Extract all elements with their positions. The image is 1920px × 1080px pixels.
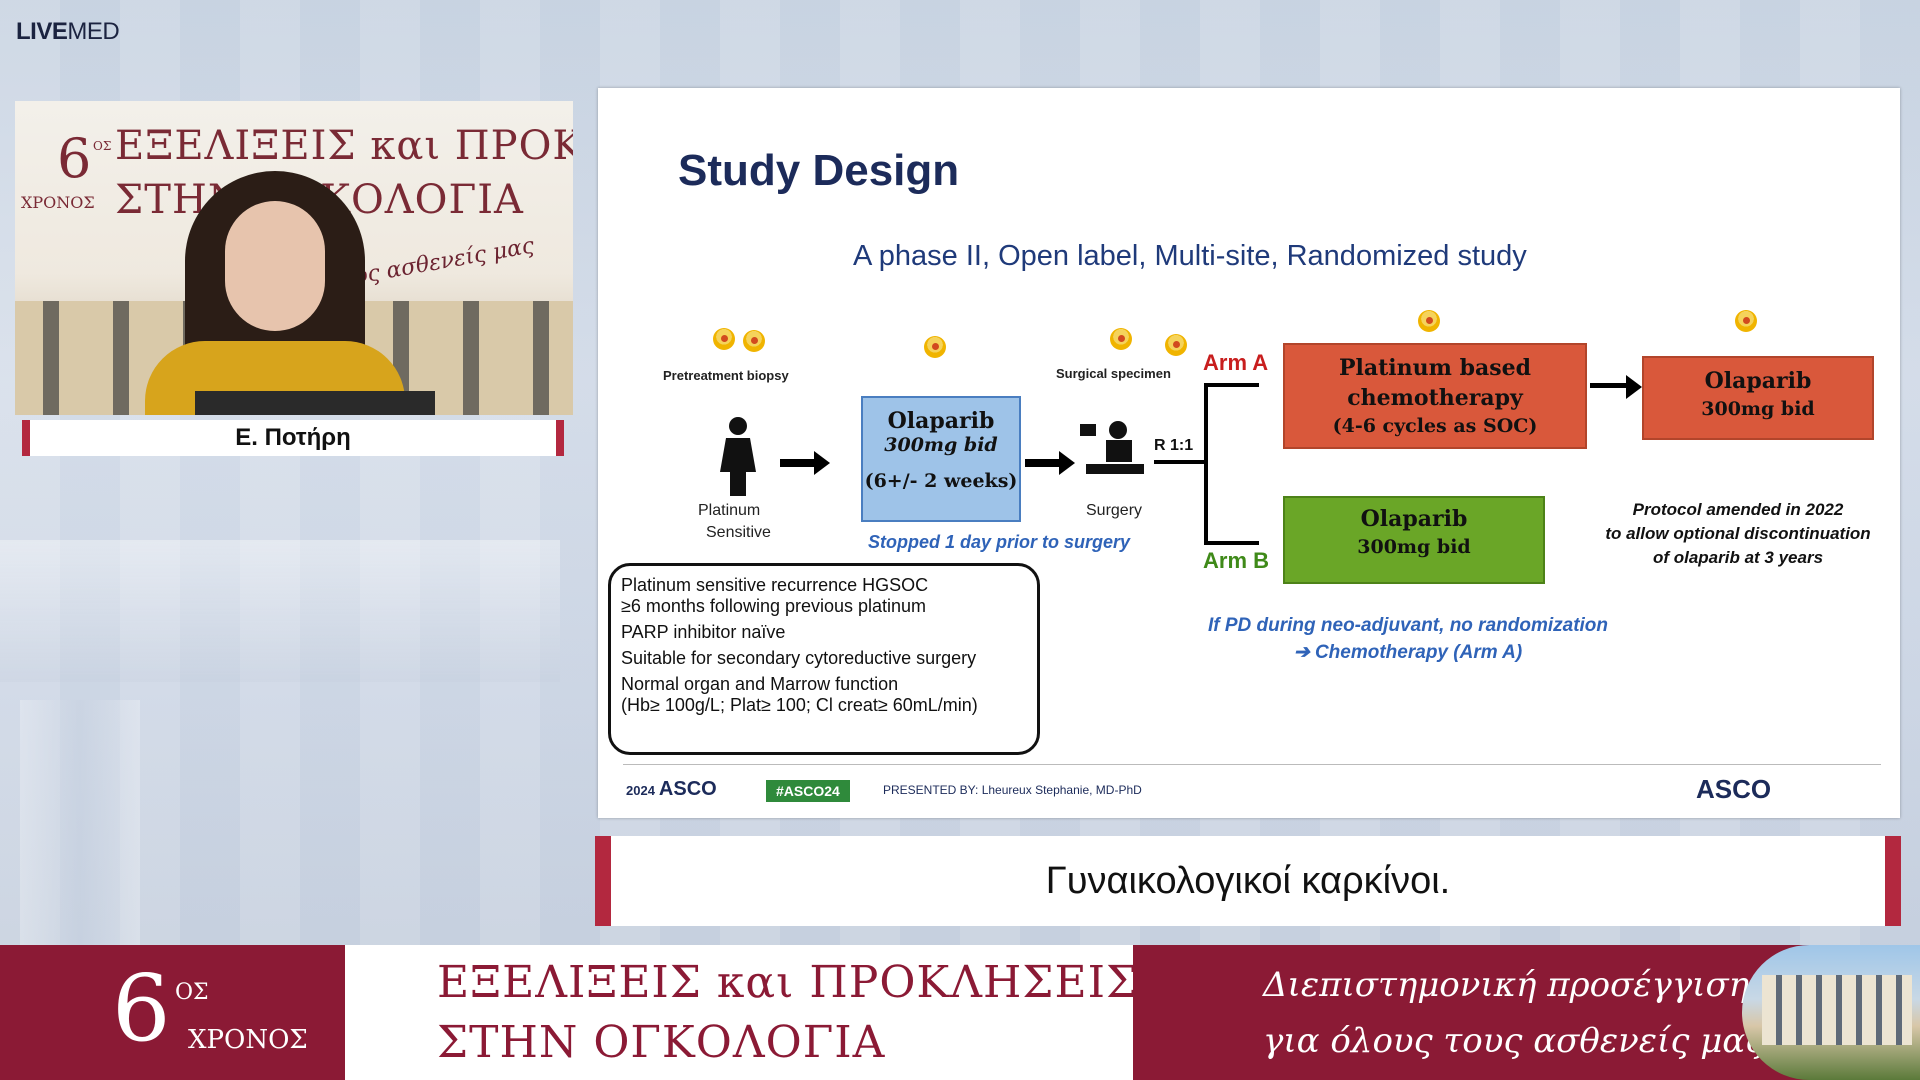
speaker-name-bar: Ε. Ποτήρη (22, 420, 564, 456)
arrow-to-surgery (1025, 451, 1075, 475)
slide-footer-divider (623, 764, 1881, 765)
surgical-label: Surgical specimen (1056, 366, 1171, 381)
criteria-item: Normal organ and Marrow function (621, 674, 899, 694)
banner-number: 6 (112, 955, 171, 1062)
stopped-note: Stopped 1 day prior to surgery (868, 532, 1131, 552)
podium (195, 391, 435, 415)
olaparib-arm-b-box: Olaparib 300mg bid (1283, 496, 1545, 584)
sample-pin-icon (743, 330, 765, 352)
chemotherapy-box: Platinum based chemotherapy (4-6 cycles … (1283, 343, 1587, 449)
presented-by: PRESENTED BY: Lheureux Stephanie, MD-PhD (883, 783, 1142, 797)
video-banner-number: 6 (57, 127, 92, 190)
arm-a-label: Arm A (1203, 350, 1269, 375)
patient-label-2: Sensitive (706, 524, 771, 541)
surgery-label: Surgery (1086, 502, 1143, 519)
sample-pin-icon (1165, 334, 1187, 356)
randomization-line (1154, 460, 1204, 464)
protocol-note: Protocol amended in 2022 to allow option… (1605, 500, 1871, 567)
olaparib-neoadjuvant-box: Olaparib 300mg bid (6+/- 2 weeks) (861, 396, 1021, 522)
branch-arm-b-line (1204, 541, 1259, 545)
criteria-item: Platinum sensitive recurrence HGSOC (621, 575, 929, 595)
arm-b-label: Arm B (1203, 548, 1270, 573)
conference-banner: 6 ΟΣ ΧΡΟΝΟΣ ΕΞΕΛΙΞΕΙΣ και ΠΡΟΚΛΗΣΕΙΣ ΣΤΗ… (0, 945, 1920, 1080)
slide-subtitle: A phase II, Open label, Multi-site, Rand… (853, 240, 1527, 272)
patient-label-1: Platinum (698, 502, 761, 519)
banner-title-line1: ΕΞΕΛΙΞΕΙΣ και ΠΡΟΚΛΗΣΕΙΣ (437, 957, 1139, 1008)
arrow-to-maintenance (1590, 375, 1642, 399)
banner-tagline1: Διεπιστημονική προσέγγιση (1263, 965, 1750, 1005)
sample-pin-icon (924, 336, 946, 358)
banner-os: ΟΣ (175, 980, 209, 1005)
video-banner-line1: ΕΞΕΛΙΞΕΙΣ και ΠΡΟΚΛΗΣΕΙΣ (115, 123, 573, 169)
speaker-face (225, 201, 325, 331)
arrow-to-olaparib (780, 451, 830, 475)
slide-title: Study Design (678, 146, 960, 195)
banner-left-panel: 6 ΟΣ ΧΡΟΝΟΣ (0, 945, 345, 1080)
progression-note: If PD during neo-adjuvant, no randomizat… (1207, 615, 1609, 663)
patient-icon (720, 417, 756, 496)
sample-pin-icon (1418, 310, 1440, 332)
livemed-logo: LIVEMED (16, 18, 120, 45)
banner-xronos: ΧΡΟΝΟΣ (188, 1025, 308, 1055)
asco-society-logo: ASCO (1696, 774, 1772, 804)
criteria-item: Suitable for secondary cytoreductive sur… (621, 648, 977, 668)
randomization-label: R 1:1 (1154, 437, 1194, 454)
criteria-item: PARP inhibitor naïve (621, 622, 786, 642)
branch-vertical-line (1204, 383, 1208, 543)
sample-pin-icon (1110, 328, 1132, 350)
video-banner-os: ΟΣ (93, 139, 112, 153)
pretreatment-label: Pretreatment biopsy (663, 368, 789, 383)
hashtag-badge: #ASCO24 (766, 780, 850, 802)
criteria-item: ≥6 months following previous platinum (621, 596, 927, 616)
background-column (20, 700, 140, 945)
sample-pin-icon (713, 328, 735, 350)
surgery-icon (1080, 421, 1144, 474)
hospital-photo (1742, 945, 1920, 1080)
olaparib-arm-a-box: Olaparib 300mg bid (1642, 356, 1874, 440)
criteria-item: (Hb≥ 100g/L; Plat≥ 100; Cl creat≥ 60mL/m… (621, 695, 978, 715)
video-banner-xronos: ΧΡΟΝΟΣ (21, 193, 95, 212)
branch-arm-a-line (1204, 383, 1259, 387)
speaker-video: 6 ΟΣ ΧΡΟΝΟΣ ΕΞΕΛΙΞΕΙΣ και ΠΡΟΚΛΗΣΕΙΣ ΣΤΗ… (15, 101, 573, 415)
caption-bar: Γυναικολογικοί καρκίνοι. (595, 836, 1901, 926)
sample-pin-icon (1735, 310, 1757, 332)
background-arch (0, 540, 560, 682)
banner-tagline2: για όλους τους ασθενείς μας (1263, 1021, 1765, 1061)
presentation-slide: Study Design A phase II, Open label, Mul… (598, 88, 1900, 818)
eligibility-criteria-box: Platinum sensitive recurrence HGSOC ≥6 m… (608, 563, 1040, 755)
banner-title-line2: ΣΤΗΝ ΟΓΚΟΛΟΓΙΑ (437, 1017, 886, 1068)
